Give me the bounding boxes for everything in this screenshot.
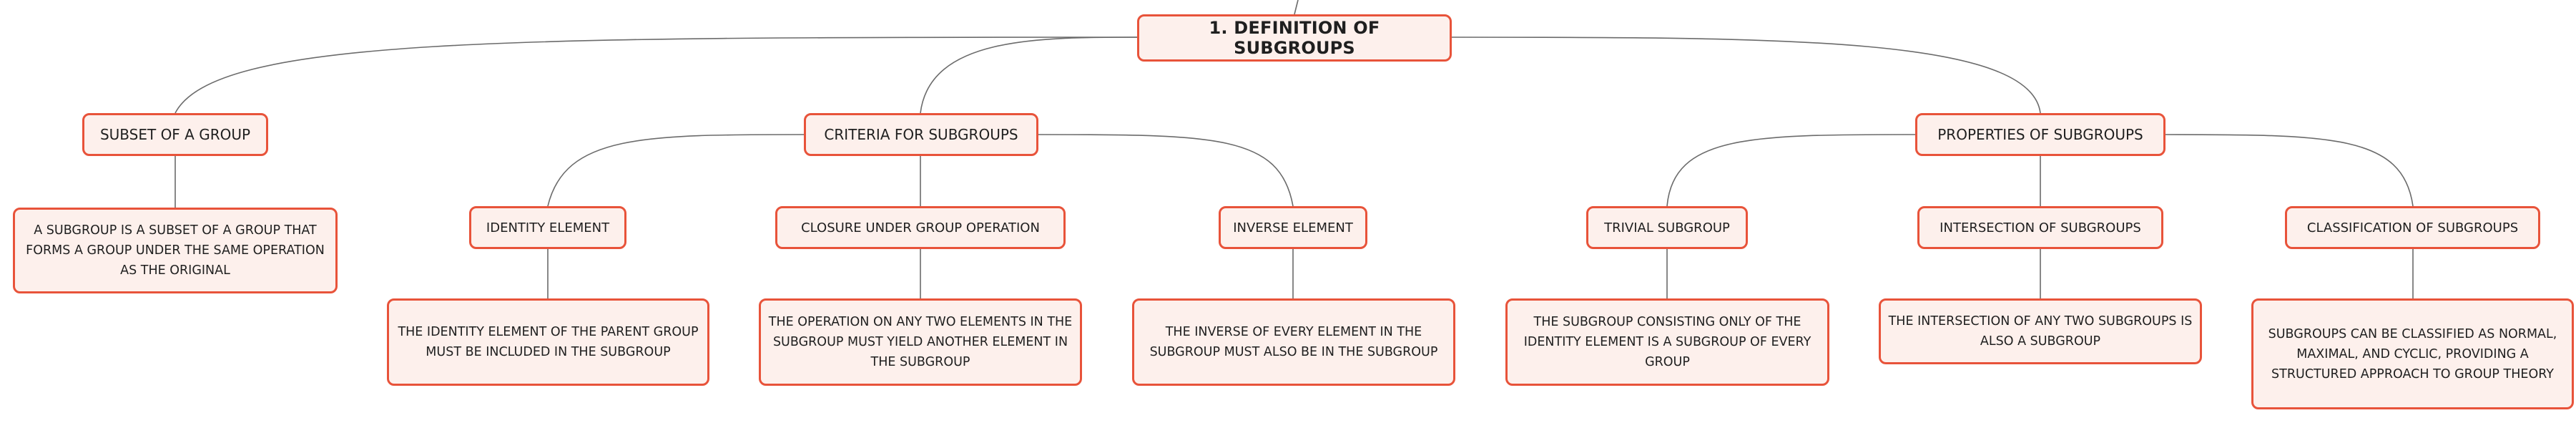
desc-identity-element[interactable]: THE IDENTITY ELEMENT OF THE PARENT GROUP…: [387, 298, 709, 386]
desc-inverse-element[interactable]: THE INVERSE OF EVERY ELEMENT IN THE SUBG…: [1132, 298, 1455, 386]
node-identity-element[interactable]: IDENTITY ELEMENT: [469, 206, 626, 249]
desc-subset-of-a-group[interactable]: A SUBGROUP IS A SUBSET OF A GROUP THAT F…: [13, 208, 338, 293]
connector-root-properties: [1451, 37, 2041, 114]
node-inverse-element[interactable]: INVERSE ELEMENT: [1219, 206, 1367, 249]
node-closure-under-group-operation[interactable]: CLOSURE UNDER GROUP OPERATION: [775, 206, 1066, 249]
connector-properties-classification: [2163, 134, 2414, 207]
desc-trivial-subgroup[interactable]: THE SUBGROUP CONSISTING ONLY OF THE IDEN…: [1505, 298, 1829, 386]
node-trivial-subgroup[interactable]: TRIVIAL SUBGROUP: [1586, 206, 1748, 249]
connector-to-parent-root: [1294, 0, 1299, 15]
node-criteria-for-subgroups[interactable]: CRITERIA FOR SUBGROUPS: [804, 113, 1038, 156]
desc-closure-under-group-operation[interactable]: THE OPERATION ON ANY TWO ELEMENTS IN THE…: [759, 298, 1082, 386]
connector-properties-trivial: [1666, 134, 1916, 207]
root-node[interactable]: 1. DEFINITION OF SUBGROUPS: [1137, 14, 1452, 62]
connector-root-subset: [174, 37, 1138, 114]
connector-criteria-identity: [547, 134, 805, 207]
node-intersection-of-subgroups[interactable]: INTERSECTION OF SUBGROUPS: [1917, 206, 2163, 249]
connector-root-criteria: [920, 37, 1138, 114]
desc-classification-of-subgroups[interactable]: SUBGROUPS CAN BE CLASSIFIED AS NORMAL, M…: [2251, 298, 2574, 409]
desc-intersection-of-subgroups[interactable]: THE INTERSECTION OF ANY TWO SUBGROUPS IS…: [1879, 298, 2202, 364]
connector-criteria-inverse: [1036, 134, 1294, 207]
node-subset-of-a-group[interactable]: SUBSET OF A GROUP: [82, 113, 268, 156]
node-classification-of-subgroups[interactable]: CLASSIFICATION OF SUBGROUPS: [2285, 206, 2540, 249]
node-properties-of-subgroups[interactable]: PROPERTIES OF SUBGROUPS: [1915, 113, 2165, 156]
